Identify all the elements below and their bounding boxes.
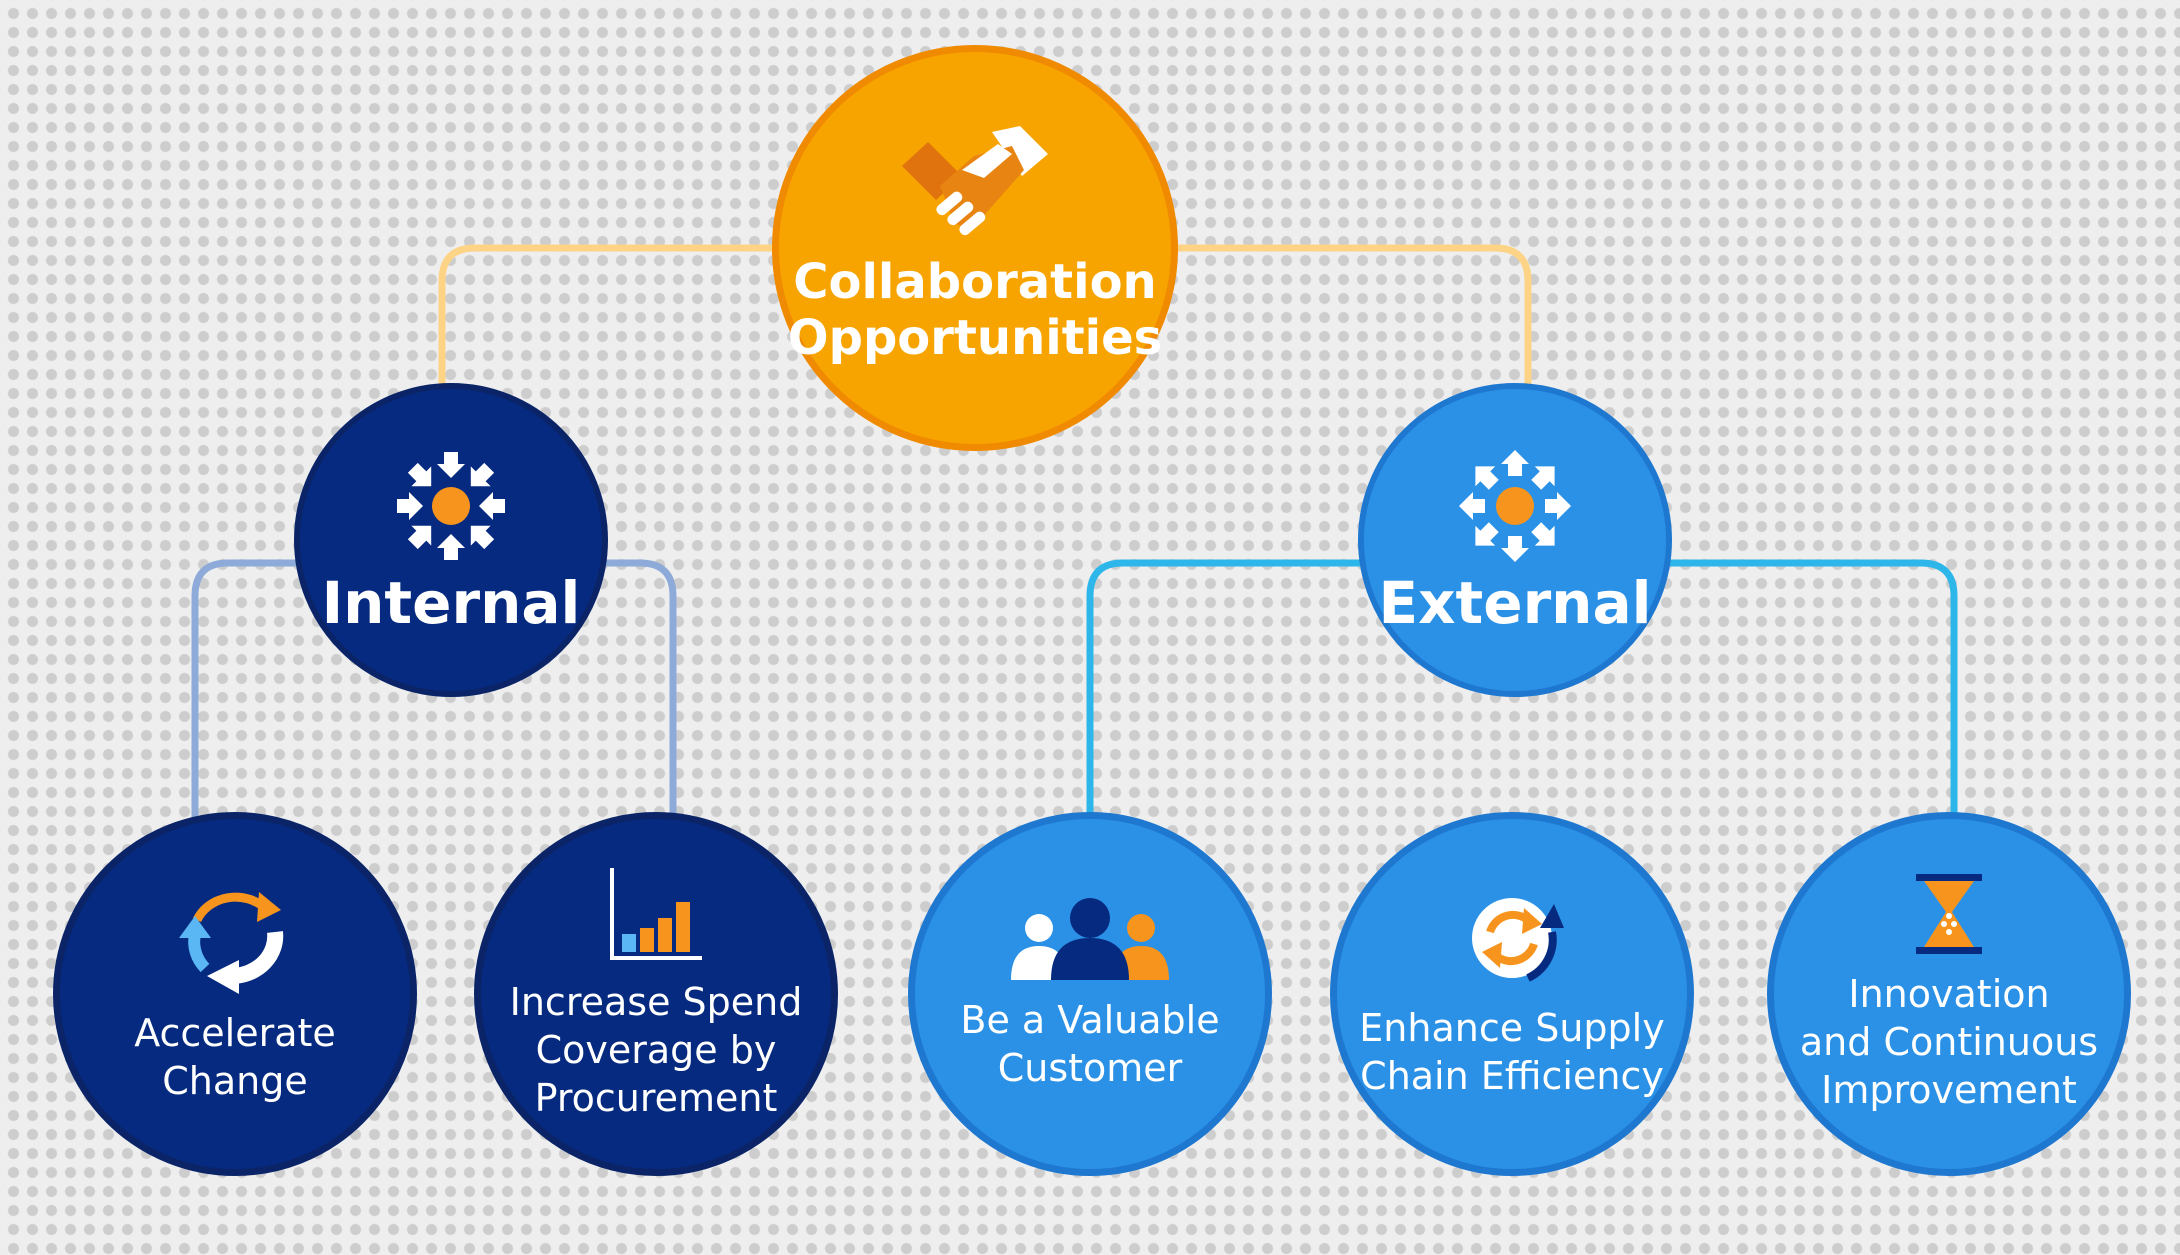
increase-spend-label: Increase Spend Coverage by Procurement xyxy=(510,978,803,1122)
root-title-line-1: Collaboration xyxy=(793,254,1157,310)
root-to-external-connector xyxy=(1175,244,1532,395)
innovation-line-2: and Continuous xyxy=(1799,1020,2099,1064)
root-to-internal-connector xyxy=(438,244,775,395)
innovation-line-3: Improvement xyxy=(1821,1068,2077,1112)
accelerate-change-label: Accelerate Change xyxy=(134,1009,336,1105)
innovation-label: Innovation and Continuous Improvement xyxy=(1800,970,2098,1114)
accelerate-change-node: Accelerate Change xyxy=(53,812,417,1176)
supply-chain-line-2: Chain Efficiency xyxy=(1360,1054,1664,1098)
increase-spend-line-3: Procurement xyxy=(534,1076,778,1120)
cycle-arrows-icon xyxy=(179,892,284,994)
bar-chart-icon xyxy=(610,868,702,960)
increase-spend-line-1: Increase Spend xyxy=(509,980,803,1024)
valuable-customer-label: Be a Valuable Customer xyxy=(960,996,1219,1092)
accelerate-change-line-1: Accelerate xyxy=(134,1011,336,1055)
root-title-line-2: Opportunities xyxy=(787,310,1163,366)
valuable-customer-line-1: Be a Valuable xyxy=(960,998,1220,1042)
increase-spend-line-2: Coverage by xyxy=(535,1028,777,1072)
root-title: Collaboration Opportunities xyxy=(788,254,1162,366)
people-group-icon xyxy=(1011,898,1169,980)
collaboration-opportunities-node: Collaboration Opportunities xyxy=(772,45,1178,451)
external-title: External xyxy=(1378,569,1652,637)
supply-chain-label: Enhance Supply Chain Efficiency xyxy=(1359,1004,1664,1100)
accelerate-change-line-2: Change xyxy=(162,1059,308,1103)
innovation-node: Innovation and Continuous Improvement xyxy=(1767,812,2131,1176)
supply-chain-node: Enhance Supply Chain Efficiency xyxy=(1330,812,1694,1176)
hourglass-icon xyxy=(1916,874,1982,954)
arrows-outward-icon xyxy=(1459,450,1571,562)
valuable-customer-node: Be a Valuable Customer xyxy=(908,812,1272,1176)
handshake-icon xyxy=(902,126,1048,236)
innovation-line-1: Innovation xyxy=(1848,972,2050,1016)
internal-title: Internal xyxy=(321,569,581,637)
external-node: External xyxy=(1358,383,1672,697)
refresh-arrows-icon xyxy=(1472,898,1564,982)
arrows-inward-icon xyxy=(397,452,505,560)
internal-node: Internal xyxy=(294,383,608,697)
valuable-customer-line-2: Customer xyxy=(997,1046,1183,1090)
supply-chain-line-1: Enhance Supply xyxy=(1359,1006,1665,1050)
increase-spend-node: Increase Spend Coverage by Procurement xyxy=(474,812,838,1176)
